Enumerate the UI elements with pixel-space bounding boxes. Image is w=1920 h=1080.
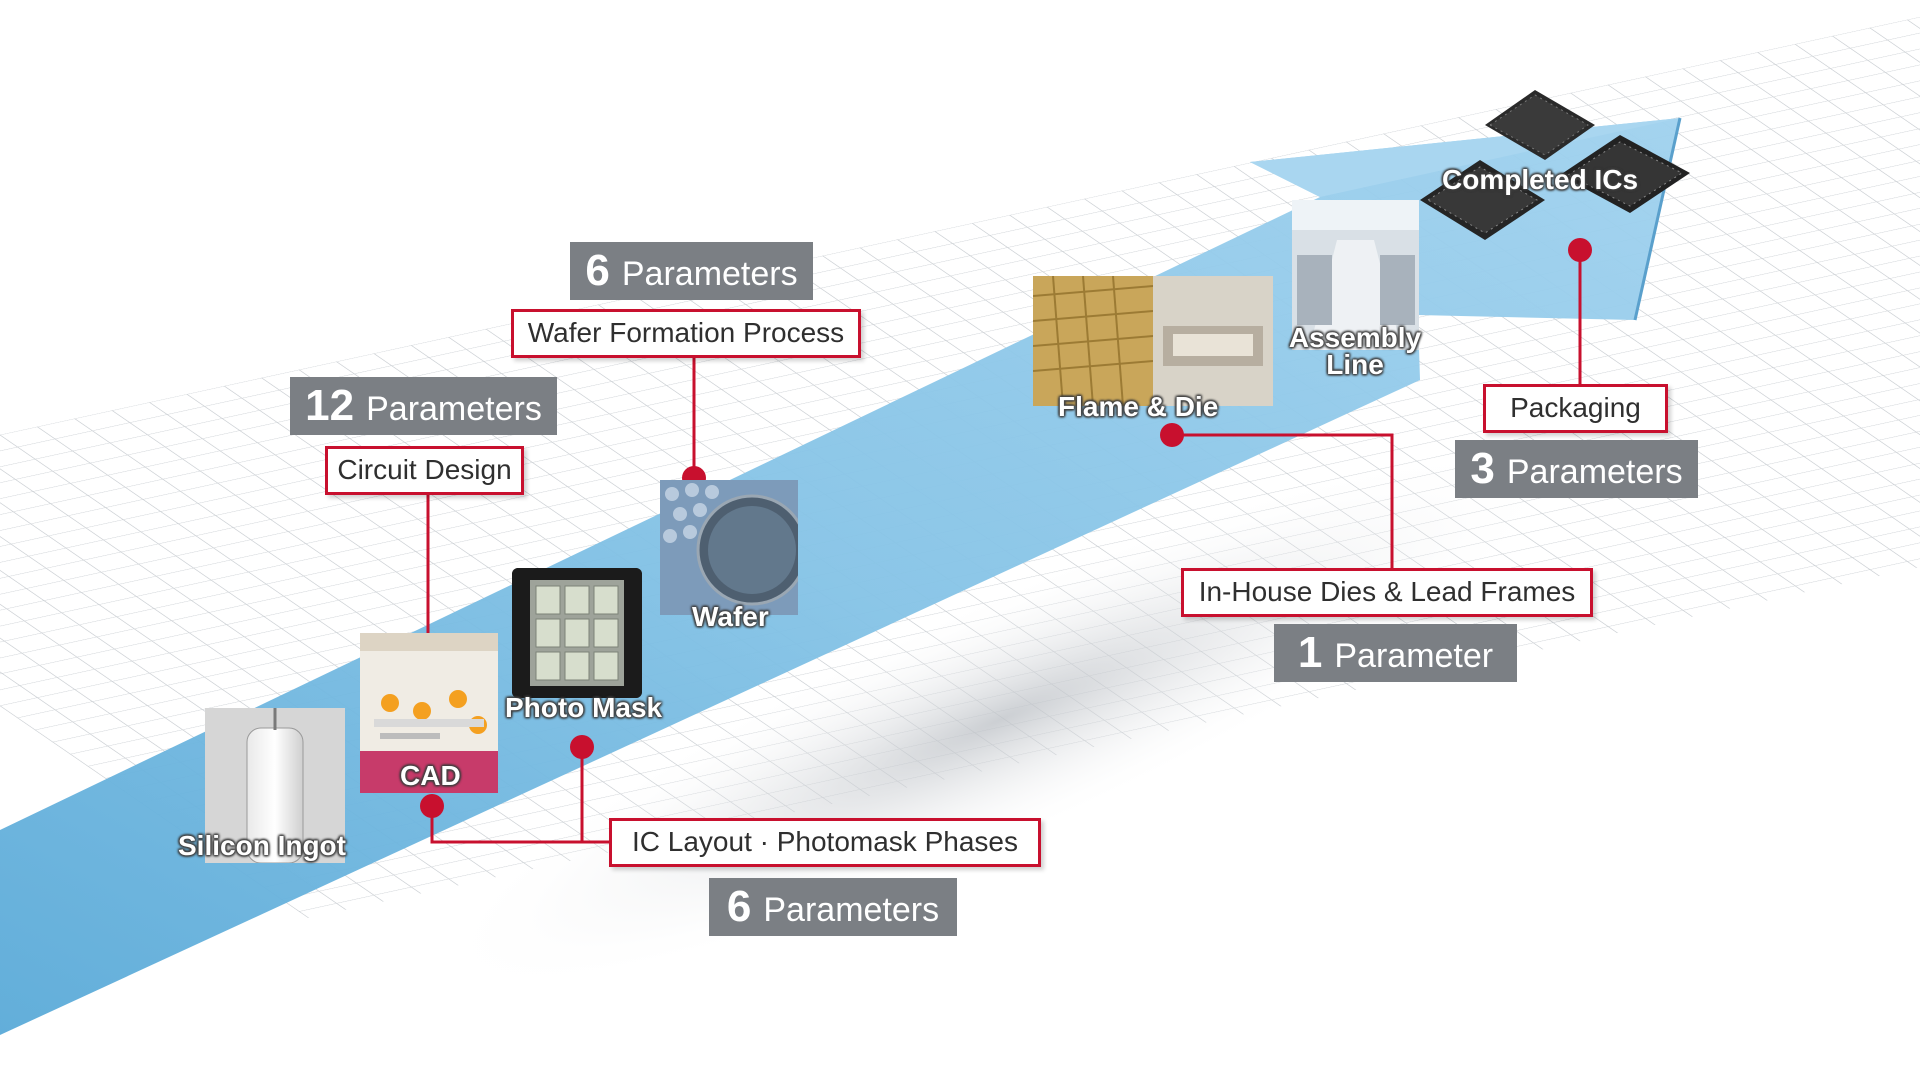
parameter-count-in-house-dies: 1 Parameter	[1274, 624, 1517, 682]
phase-label-circuit-design: Circuit Design	[325, 446, 524, 495]
parameter-unit: Parameters	[366, 390, 542, 428]
cad-image	[360, 633, 498, 793]
parameter-unit: Parameters	[763, 891, 940, 929]
completed-ics-image	[1420, 85, 1690, 245]
wafer-image	[660, 480, 798, 615]
silicon-ingot-image	[205, 708, 345, 863]
phase-label-packaging: Packaging	[1483, 384, 1668, 433]
parameter-unit: Parameter	[1334, 637, 1494, 675]
parameter-count-wafer-formation: 6 Parameters	[570, 242, 813, 300]
parameter-unit: Parameters	[1506, 453, 1683, 491]
parameter-unit: Parameters	[621, 255, 798, 293]
stage-label-assembly-line: Assembly Line	[1288, 322, 1422, 380]
stage-label-silicon-ingot: Silicon Ingot	[178, 830, 346, 861]
phase-label-in-house-dies-lead-frames: In-House Dies & Lead Frames	[1181, 568, 1593, 617]
photo-mask-image	[512, 568, 642, 698]
parameter-number: 6	[726, 882, 752, 931]
assembly-line-image	[1292, 200, 1419, 350]
parameter-number: 1	[1297, 628, 1323, 677]
stage-label-flame-die: Flame & Die	[1058, 391, 1219, 422]
stage-label-photo-mask: Photo Mask	[505, 692, 663, 723]
stage-label-cad: CAD	[400, 760, 461, 791]
parameter-number: 6	[585, 246, 610, 295]
parameter-count-circuit-design: 12 Parameters	[290, 377, 557, 435]
parameter-count-packaging: 3 Parameters	[1455, 440, 1698, 498]
parameter-number: 12	[305, 381, 355, 430]
phase-label-ic-layout-photomask: IC Layout · Photomask Phases	[609, 818, 1041, 867]
phase-label-wafer-formation: Wafer Formation Process	[511, 309, 861, 358]
stage-label-completed-ics: Completed ICs	[1442, 164, 1639, 195]
callout-lines	[426, 250, 1582, 844]
stage-label-wafer: Wafer	[692, 601, 769, 632]
parameter-number: 3	[1470, 444, 1495, 493]
parameter-count-ic-layout-photomask: 6 Parameters	[709, 878, 957, 936]
flame-die-image	[1033, 276, 1273, 406]
